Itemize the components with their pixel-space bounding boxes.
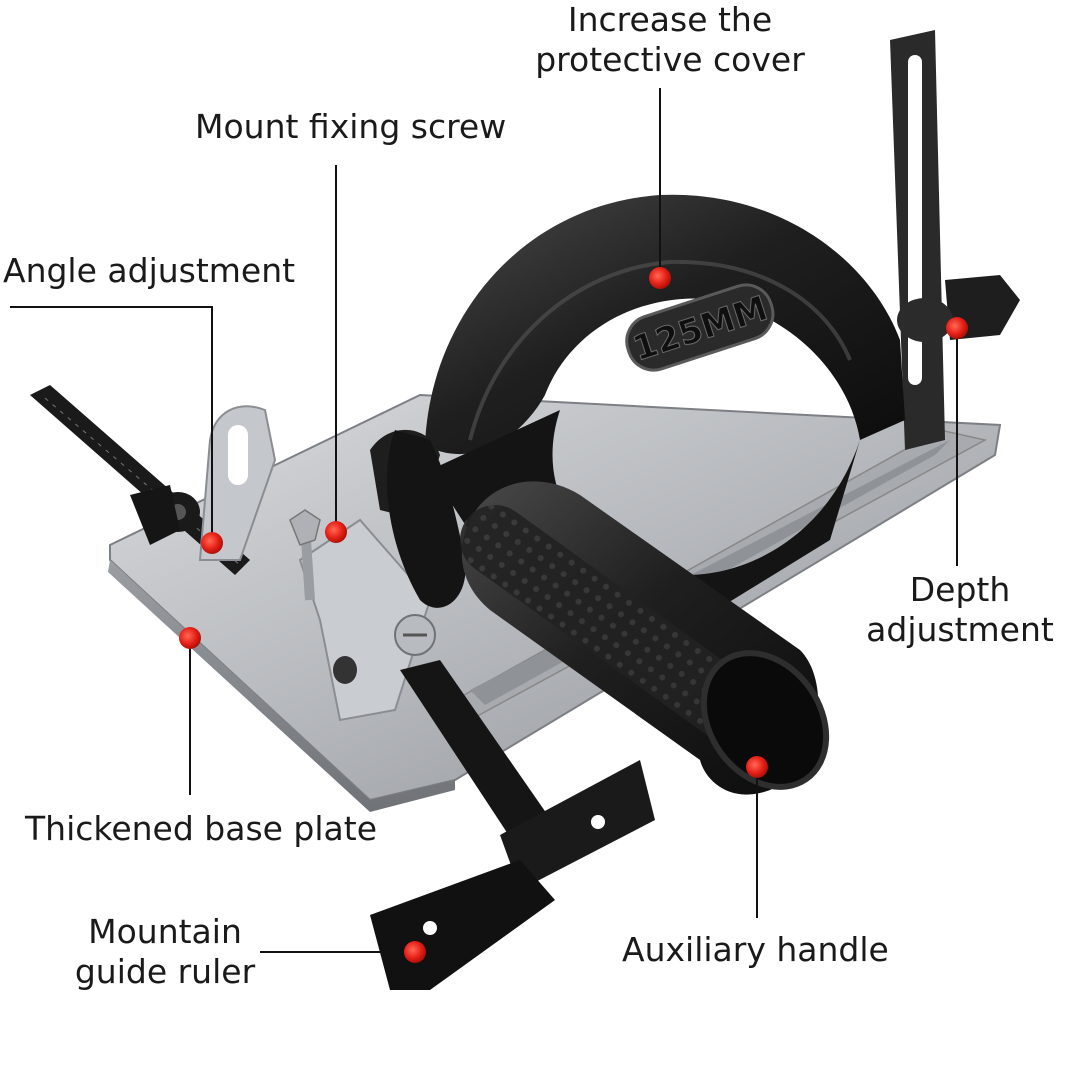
red-dot-icon bbox=[946, 317, 968, 339]
label-mount-fixing-screw: Mount fixing screw bbox=[195, 107, 507, 146]
label-thickened-base-plate: Thickened base plate bbox=[25, 809, 378, 848]
label-angle-adjustment: Angle adjustment bbox=[3, 251, 296, 290]
label-protective-cover: Increase the protective cover bbox=[535, 0, 805, 79]
leader-lines bbox=[10, 88, 958, 953]
red-dot-icon bbox=[649, 267, 671, 289]
label-auxiliary-handle: Auxiliary handle bbox=[622, 930, 889, 969]
red-dot-icon bbox=[325, 521, 347, 543]
auxiliary-handle bbox=[387, 430, 830, 795]
angle-adjustment-bracket bbox=[130, 405, 277, 561]
leader-angle bbox=[10, 306, 213, 543]
label-mountain-guide-ruler: Mountain guide ruler bbox=[74, 912, 256, 991]
red-dot-icon bbox=[404, 941, 426, 963]
label-depth-adjustment: Depth adjustment bbox=[866, 570, 1054, 649]
red-dot-icon bbox=[201, 532, 223, 554]
red-dot-icon bbox=[179, 627, 201, 649]
depth-adjustment-bar bbox=[890, 30, 1020, 450]
callout-dots bbox=[179, 267, 968, 963]
red-dot-icon bbox=[746, 756, 768, 778]
